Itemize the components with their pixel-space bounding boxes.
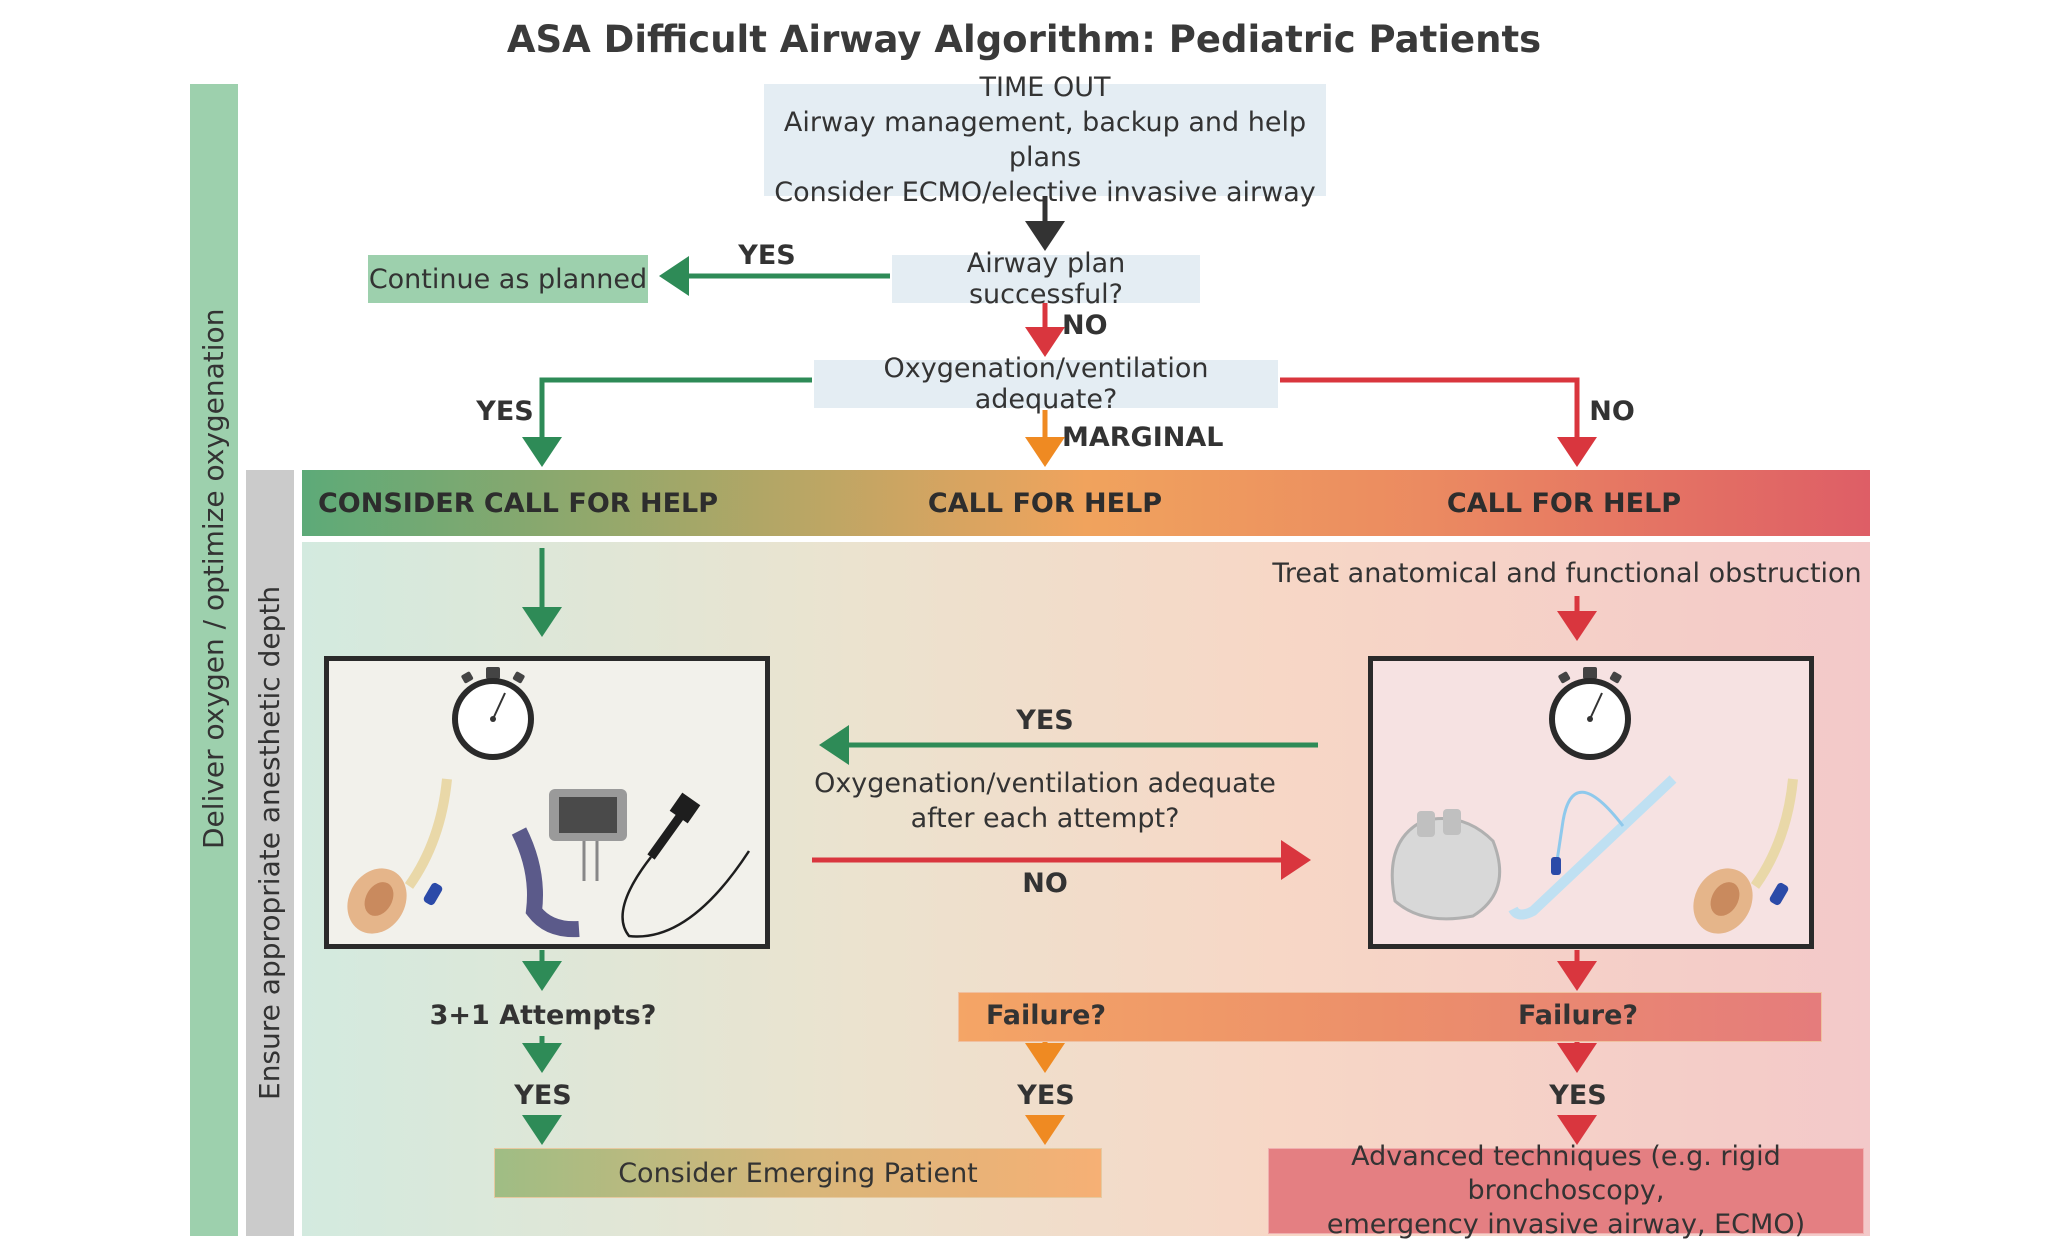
marginal-label: MARGINAL bbox=[1062, 422, 1224, 453]
flexible-bronchoscope-icon bbox=[621, 792, 751, 938]
advanced-line1: Advanced techniques (e.g. rigid bronchos… bbox=[1351, 1141, 1781, 1206]
video-laryngoscope-icon bbox=[511, 789, 627, 938]
help-mid: CALL FOR HELP bbox=[927, 488, 1163, 519]
no-label-forward: NO bbox=[1022, 868, 1068, 899]
advanced-box: Advanced techniques (e.g. rigid bronchos… bbox=[1268, 1141, 1864, 1240]
q3-line2: after each attempt? bbox=[910, 803, 1180, 834]
yes-label-return: YES bbox=[1016, 705, 1074, 736]
face-mask-icon bbox=[1390, 809, 1502, 921]
laryngeal-mask-icon bbox=[1693, 778, 1798, 934]
inner-side-bar bbox=[246, 470, 294, 1236]
yes-label-failure-mid: YES bbox=[1017, 1080, 1075, 1111]
timeout-line2: Airway management, backup and help plans bbox=[783, 107, 1307, 173]
yes-label-q2: YES bbox=[476, 396, 534, 427]
laryngeal-mask-icon bbox=[347, 778, 452, 934]
q3-line1: Oxygenation/ventilation adequate bbox=[814, 768, 1276, 799]
failure-bar bbox=[958, 992, 1822, 1042]
attempts-question: 3+1 Attempts? bbox=[429, 1000, 657, 1031]
arrow-q2-no bbox=[1280, 377, 1597, 467]
treat-obstruction: Treat anatomical and functional obstruct… bbox=[1272, 558, 1862, 589]
endotracheal-tube-icon bbox=[1508, 775, 1677, 920]
page-title: ASA Difficult Airway Algorithm: Pediatri… bbox=[506, 18, 1542, 61]
stopwatch-icon bbox=[452, 667, 534, 760]
left-device-illustration bbox=[347, 667, 751, 938]
help-bar bbox=[302, 470, 1870, 536]
yes-label-continue: YES bbox=[738, 240, 796, 271]
continue-box: Continue as planned bbox=[368, 255, 648, 303]
emerging-box: Consider Emerging Patient bbox=[494, 1148, 1102, 1198]
arrow-q2-yes bbox=[522, 377, 812, 467]
timeout-title: TIME OUT bbox=[979, 72, 1111, 103]
advanced-line2: emergency invasive airway, ECMO) bbox=[1326, 1209, 1806, 1240]
right-device-box bbox=[1368, 656, 1814, 949]
help-left: CONSIDER CALL FOR HELP bbox=[317, 488, 719, 519]
no-label-q2: NO bbox=[1589, 396, 1635, 427]
stopwatch-icon bbox=[1549, 667, 1631, 760]
failure-mid: Failure? bbox=[985, 1000, 1107, 1031]
no-label-q1: NO bbox=[1062, 310, 1108, 341]
left-device-box bbox=[324, 656, 770, 949]
yes-label-attempts: YES bbox=[514, 1080, 572, 1111]
help-right: CALL FOR HELP bbox=[1446, 488, 1682, 519]
outer-side-bar bbox=[190, 84, 238, 1236]
right-device-illustration bbox=[1390, 667, 1798, 934]
yes-label-failure-right: YES bbox=[1549, 1080, 1607, 1111]
failure-right: Failure? bbox=[1517, 1000, 1639, 1031]
oxygenation-question: Oxygenation/ventilation adequate? bbox=[814, 353, 1278, 415]
